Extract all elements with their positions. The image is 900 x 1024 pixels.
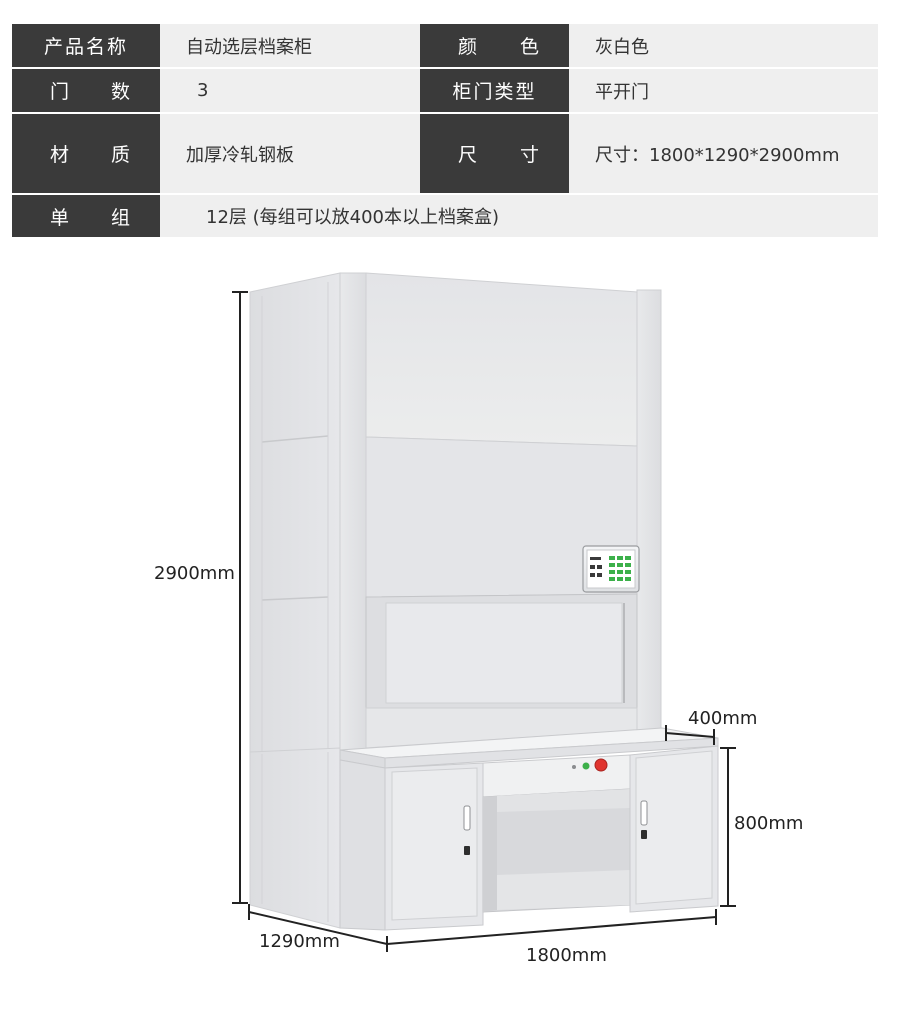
door-count-label-char-1: 门	[50, 81, 70, 103]
size-label-char-1: 尺	[458, 144, 478, 166]
access-door-inner	[385, 602, 623, 704]
spec-row-group: 单 组 12层 (每组可以放400本以上档案盒)	[12, 195, 878, 237]
left-door-lock-icon[interactable]	[464, 846, 470, 855]
height-dimension-label: 2900mm	[154, 563, 235, 584]
door-count-label-char-2: 数	[110, 81, 130, 103]
depth-dimension-label: 1290mm	[259, 931, 340, 952]
tower-side-panel	[249, 272, 341, 758]
cabinet-illustration	[232, 272, 736, 952]
right-pedestal-cabinet	[629, 745, 719, 913]
spec-row-name-color: 产品名称 自动选层档案柜 颜 色 灰白色	[12, 24, 878, 67]
single-group-label-char-1: 单	[50, 206, 70, 229]
emergency-stop-button-icon[interactable]	[594, 758, 608, 772]
left-door-handle-icon[interactable]	[463, 805, 471, 831]
material-label-char-2: 质	[110, 144, 130, 166]
right-door-lock-icon[interactable]	[641, 830, 647, 839]
door-type-value: 平开门	[569, 69, 878, 112]
product-name-label-text: 产品名称	[43, 36, 128, 58]
product-name-value: 自动选层档案柜	[160, 24, 420, 67]
single-group-label-char-2: 组	[110, 206, 130, 229]
spec-table: 产品名称 自动选层档案柜 颜 色 灰白色 门 数 3 柜门类型 平开门 材 质 …	[0, 0, 900, 240]
desk-height-dimension-label: 800mm	[734, 813, 804, 834]
right-door-handle-icon[interactable]	[640, 800, 648, 826]
product-figure: 2900mm 400mm 800mm 1290mm 1800mm	[0, 250, 900, 1024]
color-label: 颜 色	[420, 24, 569, 67]
left-pedestal-cabinet	[384, 762, 484, 931]
material-label-char-1: 材	[50, 144, 70, 166]
material-label: 材 质	[12, 114, 160, 193]
shelf-depth-dimension-label: 400mm	[688, 708, 758, 729]
center-drawer[interactable]	[482, 754, 631, 798]
left-pedestal-door[interactable]	[391, 767, 478, 921]
door-type-label-text: 柜门类型	[452, 81, 537, 103]
single-group-label: 单 组	[12, 195, 160, 237]
size-label-char-2: 寸	[519, 144, 539, 166]
dimension-lines	[232, 291, 736, 952]
tower-front-post-right	[636, 289, 662, 731]
color-value: 灰白色	[569, 24, 878, 67]
desk-top	[339, 727, 719, 769]
size-label: 尺 寸	[420, 114, 569, 193]
product-name-label: 产品名称	[12, 24, 160, 67]
tower-front-post-left	[339, 272, 367, 754]
control-touchscreen[interactable]	[582, 545, 640, 593]
door-type-label: 柜门类型	[420, 69, 569, 112]
keyhole-icon	[572, 765, 576, 769]
size-value: 尺寸：1800*1290*2900mm	[569, 114, 878, 193]
start-button-icon[interactable]	[582, 762, 590, 770]
spec-row-doors: 门 数 3 柜门类型 平开门	[12, 69, 878, 112]
door-count-value: 3	[160, 69, 420, 112]
spec-row-material-size: 材 质 加厚冷轧钢板 尺 寸 尺寸：1800*1290*2900mm	[12, 114, 878, 193]
tower-top-panel	[365, 272, 638, 447]
right-pedestal-door[interactable]	[635, 750, 713, 905]
color-label-char-2: 色	[519, 36, 539, 58]
desk-left-end	[339, 759, 386, 931]
color-label-char-1: 颜	[458, 36, 478, 58]
door-count-label: 门 数	[12, 69, 160, 112]
desk-side-panel	[249, 747, 341, 929]
width-dimension-label: 1800mm	[526, 945, 607, 966]
single-group-value: 12层 (每组可以放400本以上档案盒)	[160, 195, 878, 237]
material-value: 加厚冷轧钢板	[160, 114, 420, 193]
